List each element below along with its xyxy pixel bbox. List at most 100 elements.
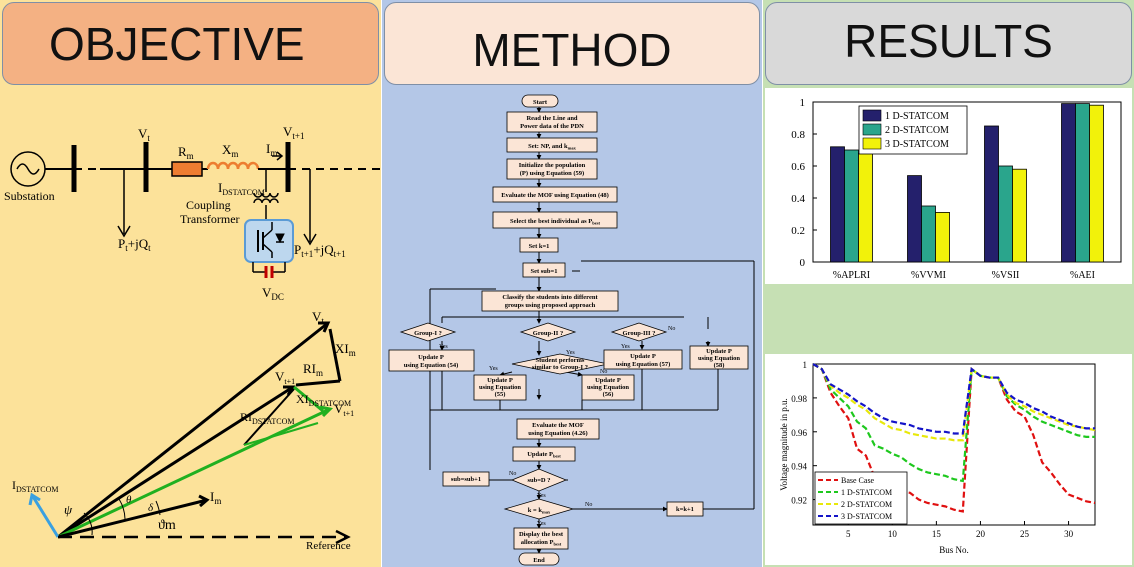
svg-text:Yes: Yes [537, 521, 546, 527]
svg-text:Update P: Update P [418, 354, 444, 361]
svg-text:using Equation (4.26): using Equation (4.26) [528, 430, 587, 437]
svg-text:Evaluate the MOF using Equatio: Evaluate the MOF using Equation (48) [501, 192, 609, 199]
bar [907, 175, 922, 263]
y-tick-label: 0.4 [791, 193, 805, 205]
svg-text:Read the Line and: Read the Line and [526, 115, 577, 122]
svg-text:No: No [509, 471, 516, 477]
series-line [812, 363, 1096, 442]
svg-text:(P) using Equation (59): (P) using Equation (59) [520, 170, 584, 177]
svg-text:θ: θ [126, 494, 132, 506]
svg-text:Xm: Xm [222, 142, 238, 159]
plot-frame [812, 363, 1096, 526]
svg-text:Evaluate the MOF: Evaluate the MOF [532, 422, 584, 429]
svg-text:Classify the students into dif: Classify the students into different [502, 294, 598, 301]
y-tick-label: 0.2 [791, 225, 805, 237]
y-tick-label: 1 [800, 97, 806, 109]
bar [1075, 103, 1090, 263]
y-tick-label: 0.8 [791, 129, 805, 141]
x-tick-label: 5 [846, 529, 851, 539]
svg-text:Set sub=1: Set sub=1 [530, 268, 557, 275]
legend-label: 2 D-STATCOM [885, 125, 949, 136]
svg-text:XIDSTATCOM: XIDSTATCOM [296, 392, 351, 408]
x-tick-label: 25 [1020, 529, 1030, 539]
svg-text:Im: Im [266, 141, 277, 158]
bar [1012, 168, 1027, 263]
svg-text:Group-II ?: Group-II ? [533, 330, 563, 337]
svg-text:k = kmax: k = kmax [528, 507, 551, 515]
svg-text:Power data of the PDN: Power data of the PDN [520, 123, 584, 130]
legend-label: 3 D-STATCOM [885, 139, 949, 150]
svg-text:Update Pbest: Update Pbest [527, 451, 561, 459]
objective-header: OBJECTIVE [2, 2, 379, 85]
svg-text:Vt+1: Vt+1 [334, 401, 354, 418]
svg-text:Update P: Update P [487, 377, 513, 384]
bar [921, 205, 936, 263]
legend-swatch [862, 123, 882, 136]
y-tick-label: 0 [800, 257, 806, 269]
svg-text:Initialize the population: Initialize the population [519, 162, 586, 169]
y-tick-label: 0.98 [791, 394, 807, 404]
x-tick-label: %APLRI [833, 270, 870, 281]
objective-panel: OBJECTIVE [0, 0, 381, 567]
legend-label: 2 D-STATCOM [841, 500, 892, 509]
x-tick-label: %VVMI [911, 270, 946, 281]
svg-text:RIDSTATCOM: RIDSTATCOM [240, 410, 294, 426]
bar [858, 152, 873, 263]
svg-text:Update P: Update P [706, 348, 732, 355]
svg-text:similar to Group-I ?: similar to Group-I ? [532, 364, 588, 371]
y-tick-label: 0.96 [791, 428, 807, 438]
svg-text:ϑm: ϑm [158, 518, 176, 533]
svg-text:Transformer: Transformer [180, 212, 240, 226]
series-line [812, 363, 1095, 483]
bar [830, 146, 845, 263]
svg-text:Pt+jQt: Pt+jQt [118, 236, 151, 253]
x-tick-label: %VSII [992, 270, 1020, 281]
svg-text:Student performs: Student performs [536, 357, 585, 364]
svg-text:Group-I ?: Group-I ? [414, 330, 442, 337]
y-tick-label: 1 [803, 360, 808, 370]
svg-text:ψ: ψ [64, 502, 73, 517]
statcom-converter [244, 219, 294, 263]
bar [998, 165, 1013, 263]
svg-text:Select the best individual as: Select the best individual as Pbest [510, 218, 600, 226]
x-tick-label: 30 [1064, 529, 1074, 539]
svg-text:RIm: RIm [303, 361, 323, 378]
svg-text:Yes: Yes [489, 366, 498, 372]
svg-text:Display the best: Display the best [519, 531, 564, 538]
method-panel: METHOD [382, 0, 762, 567]
svg-text:using Equation: using Equation [479, 384, 521, 391]
series-line [812, 363, 1095, 435]
svg-text:End: End [533, 557, 545, 564]
svg-text:Yes: Yes [621, 344, 630, 350]
svg-text:XIm: XIm [335, 341, 356, 358]
svg-text:Set k=1: Set k=1 [529, 243, 550, 250]
legend: 1 D-STATCOM 2 D-STATCOM 3 D-STATCOM [858, 105, 968, 155]
svg-text:Coupling: Coupling [186, 198, 231, 212]
legend-label: 1 D-STATCOM [885, 111, 949, 122]
svg-text:Yes: Yes [537, 493, 546, 499]
svg-text:k=k+1: k=k+1 [676, 506, 694, 513]
svg-text:Set: NP, and kmax: Set: NP, and kmax [528, 143, 576, 151]
legend-swatch [862, 109, 882, 122]
y-tick-label: 0.94 [791, 462, 807, 472]
inductor-xm [206, 161, 260, 170]
circuit-diagram: Substation Vt Rm Xm Im Vt+1 IDSTATCOM Co… [4, 124, 381, 302]
flowchart: Start Read the Line and Power data of th… [388, 94, 755, 566]
y-tick-label: 0.6 [791, 161, 805, 173]
y-axis-label: Voltage magnitude in p.u. [779, 398, 789, 491]
svg-text:Pt+1+jQt+1: Pt+1+jQt+1 [294, 242, 346, 259]
bar [935, 212, 950, 263]
legend-label: 3 D-STATCOM [841, 512, 892, 521]
method-header: METHOD [384, 2, 760, 85]
x-tick-label: 20 [976, 529, 986, 539]
svg-text:sub=D ?: sub=D ? [527, 477, 550, 484]
x-axis-label: Bus No. [939, 545, 969, 555]
svg-text:Rm: Rm [178, 144, 194, 161]
svg-text:Start: Start [533, 99, 548, 106]
svg-text:sub=sub+1: sub=sub+1 [451, 476, 481, 483]
bar [984, 125, 999, 263]
svg-text:Update P: Update P [630, 353, 656, 360]
